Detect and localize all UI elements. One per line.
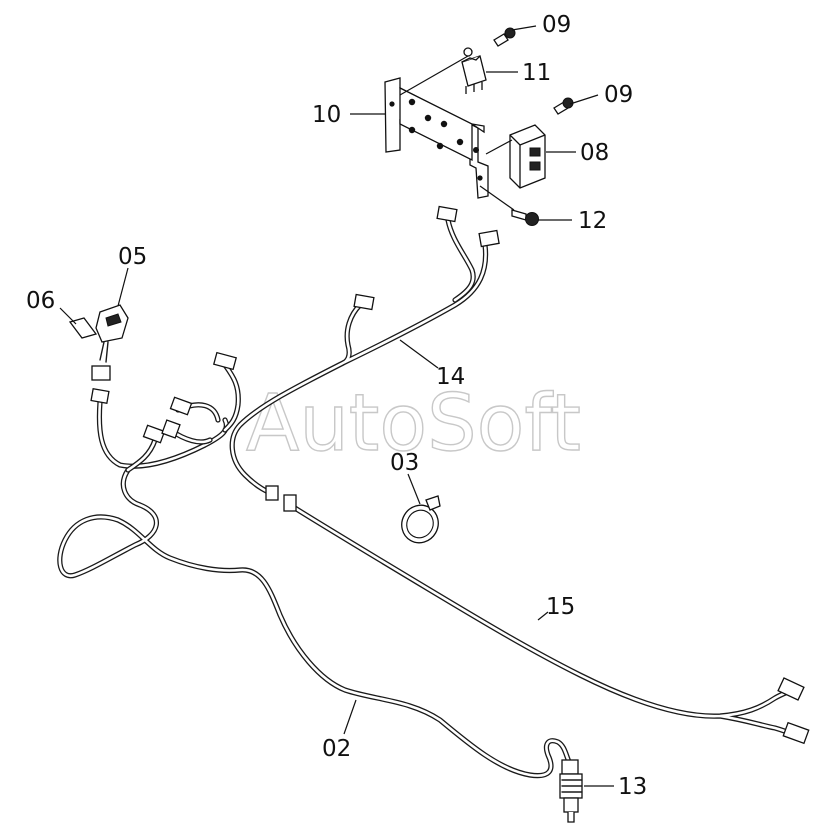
connector [161,419,181,439]
connector [169,396,193,416]
clamp-03 [401,495,441,544]
watermark: AutoSoft [246,379,581,469]
callout-08: 08 [580,140,609,166]
callout-10: 10 [312,102,341,128]
screw-09-top [493,27,516,47]
callout-02: 02 [322,736,351,762]
connector [353,293,375,311]
pressure-sensor-13 [559,759,583,823]
callout-11: 11 [522,60,551,86]
connectors [90,205,810,745]
callout-labels: 09 11 09 10 08 12 05 06 14 03 15 02 13 [26,12,647,800]
callout-09-right: 09 [604,82,633,108]
connector [265,485,279,501]
label-plate-06 [68,317,98,339]
relay-box-08 [509,124,546,189]
switch-05 [95,304,129,363]
bolt-12 [511,209,539,226]
connector [478,229,500,248]
callout-09-top: 09 [542,12,571,38]
callout-03: 03 [390,450,419,476]
connector [142,424,166,444]
screw-09-right [553,97,574,115]
relay-11 [461,47,487,94]
bracket-10 [384,77,489,199]
connector [90,387,110,405]
connector [283,494,297,512]
connector [782,721,810,745]
harness-15 [287,502,798,738]
callout-13: 13 [618,774,647,800]
callout-15: 15 [546,594,575,620]
harness-14 [222,217,489,498]
connector [91,365,111,381]
callout-05: 05 [118,244,147,270]
connector [212,351,238,371]
connector [777,677,805,701]
callout-14: 14 [436,364,465,390]
callout-06: 06 [26,288,55,314]
callout-12: 12 [578,208,607,234]
leader-lines [59,25,614,787]
connector [436,205,458,223]
